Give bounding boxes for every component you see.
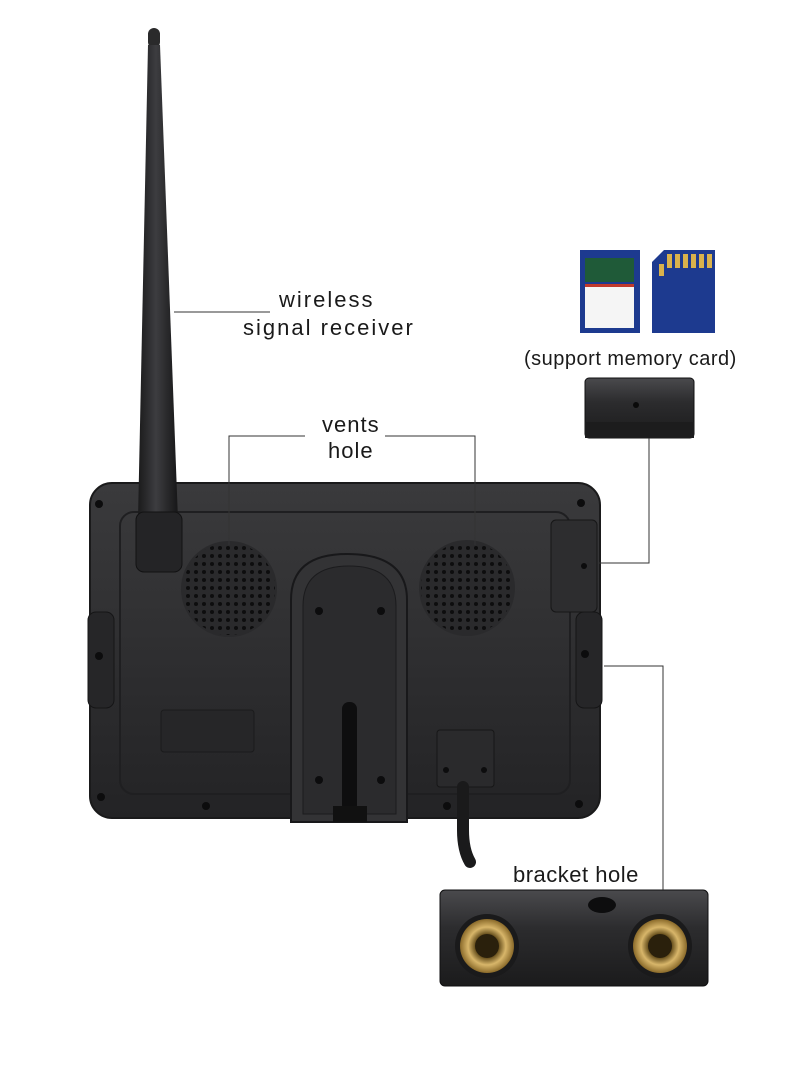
vents-right bbox=[419, 540, 515, 636]
stand-bracket bbox=[290, 552, 408, 823]
bracket-hole-closeup bbox=[439, 889, 709, 987]
card-slot-closeup bbox=[584, 377, 695, 439]
antenna bbox=[135, 28, 183, 573]
memory-card-label: (support memory card) bbox=[524, 348, 737, 370]
antenna-label-line1: wireless bbox=[279, 287, 375, 312]
leader-lines bbox=[174, 311, 664, 890]
vents-left bbox=[181, 541, 277, 637]
vents-right-leader-line bbox=[385, 435, 476, 545]
vents-label-line1: vents bbox=[322, 412, 380, 437]
memory-card-leader-line bbox=[598, 438, 650, 564]
vents-left-leader-line bbox=[228, 435, 305, 545]
vents-label-line2: hole bbox=[328, 438, 374, 463]
bracket-leader-line bbox=[604, 665, 664, 890]
bracket-hole-label: bracket hole bbox=[513, 862, 639, 887]
sd-card-front-icon bbox=[580, 250, 640, 333]
sd-card-back-icon bbox=[652, 250, 715, 333]
antenna-label-line2: signal receiver bbox=[243, 315, 415, 340]
